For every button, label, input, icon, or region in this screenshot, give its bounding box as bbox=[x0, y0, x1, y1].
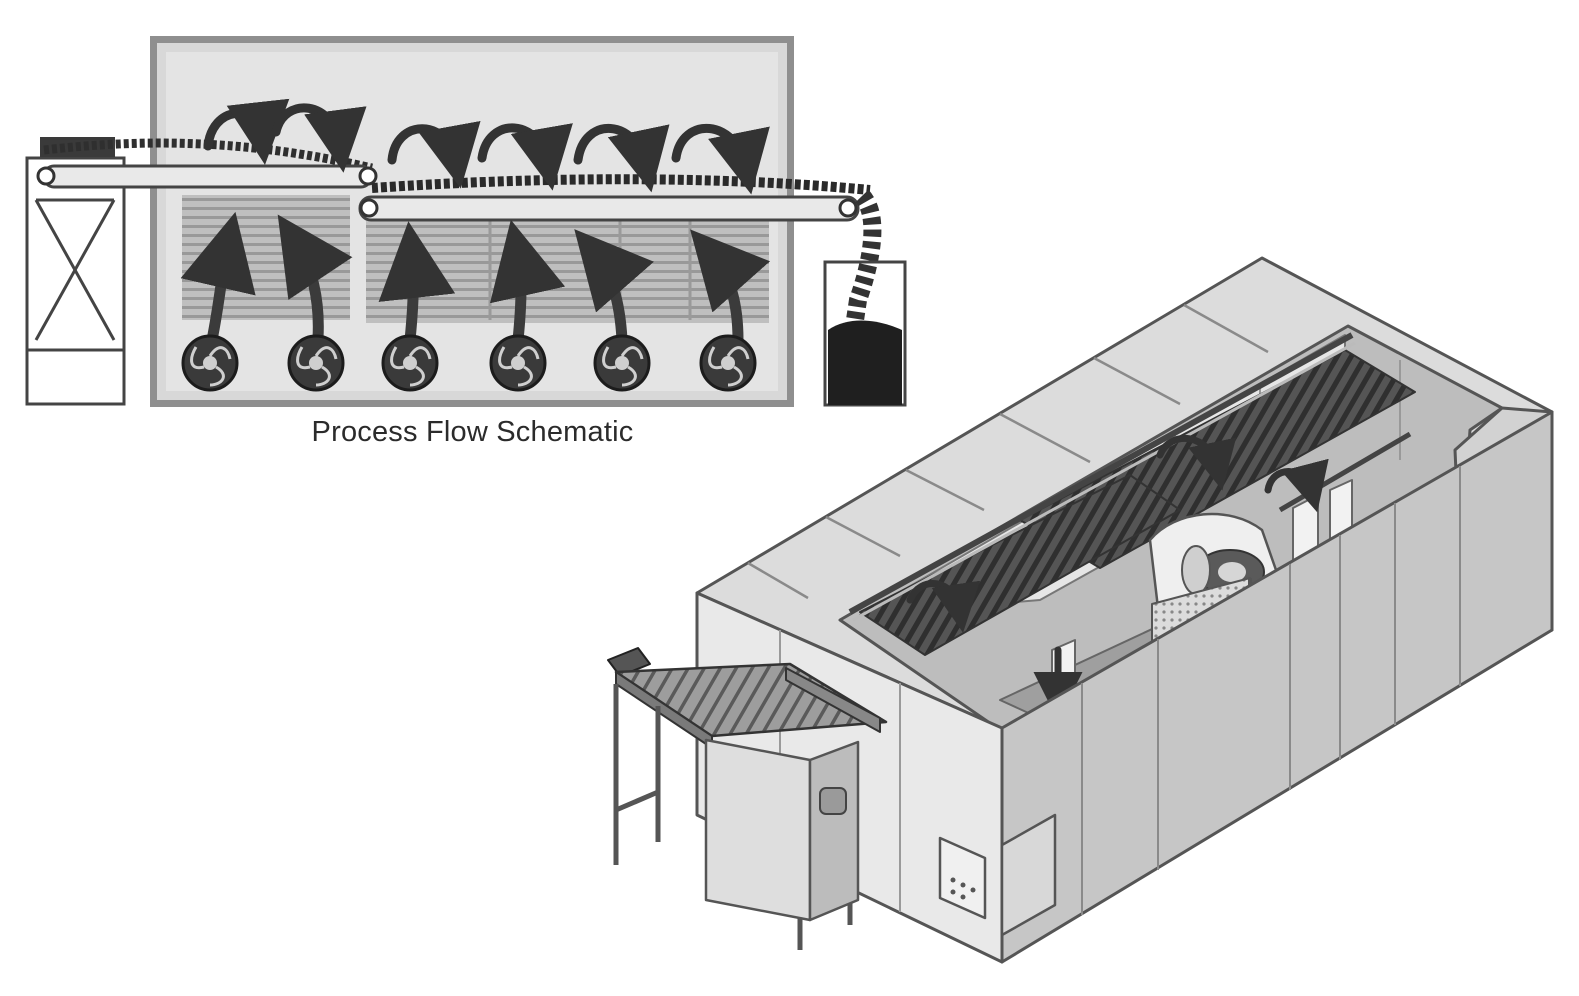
curved-arrow-icon bbox=[203, 98, 290, 165]
infeed-chute bbox=[607, 647, 651, 677]
fans-row bbox=[181, 334, 757, 392]
louver-panel-right bbox=[366, 218, 769, 323]
access-door bbox=[1000, 813, 1057, 937]
front-wall-panel-seams bbox=[1081, 466, 1461, 915]
curved-arrow-icon bbox=[271, 103, 367, 173]
conveyor-pulley bbox=[36, 166, 56, 186]
conveyor-pulley bbox=[358, 166, 378, 186]
infeed-conveyor bbox=[607, 647, 888, 950]
feeder-cabinet bbox=[704, 738, 812, 922]
roof-panel-seams bbox=[747, 303, 1269, 600]
dryer-cutaway-illustration bbox=[607, 256, 1554, 964]
upward-arrow-icon bbox=[378, 221, 456, 346]
fan-icon bbox=[699, 334, 757, 392]
curved-arrow-icon bbox=[1264, 458, 1329, 513]
curved-arrow-icon bbox=[573, 123, 670, 193]
curved-arrow-icon bbox=[387, 120, 481, 189]
fan-icon bbox=[181, 334, 239, 392]
curved-arrow-icon bbox=[906, 580, 981, 633]
curved-arrow-icon bbox=[671, 123, 770, 195]
upward-arrow-icon bbox=[180, 211, 256, 346]
lower-airflow-arrows bbox=[180, 211, 771, 346]
upper-airflow-arrows bbox=[203, 98, 770, 195]
conveyor-pulley bbox=[359, 198, 379, 218]
internal-airflow-arrows bbox=[906, 434, 1329, 721]
infeed-stand bbox=[25, 156, 126, 406]
upward-arrow-icon bbox=[574, 229, 654, 346]
fan-icon bbox=[489, 334, 547, 392]
fan-icon bbox=[381, 334, 439, 392]
control-panel bbox=[938, 836, 987, 920]
discharge-bin bbox=[823, 189, 907, 407]
fan-icon bbox=[593, 334, 651, 392]
curved-arrow-icon bbox=[1156, 434, 1237, 491]
louver-panel-left bbox=[182, 195, 350, 320]
upward-arrow-icon bbox=[277, 214, 353, 344]
process-flow-schematic bbox=[25, 36, 907, 407]
conveyor-pulley bbox=[838, 198, 858, 218]
upward-arrow-icon bbox=[690, 229, 771, 346]
upward-arrow-icon bbox=[489, 219, 566, 346]
curved-arrow-icon bbox=[477, 123, 573, 191]
fan-icon bbox=[287, 334, 345, 392]
schematic-caption: Process Flow Schematic bbox=[311, 416, 634, 448]
